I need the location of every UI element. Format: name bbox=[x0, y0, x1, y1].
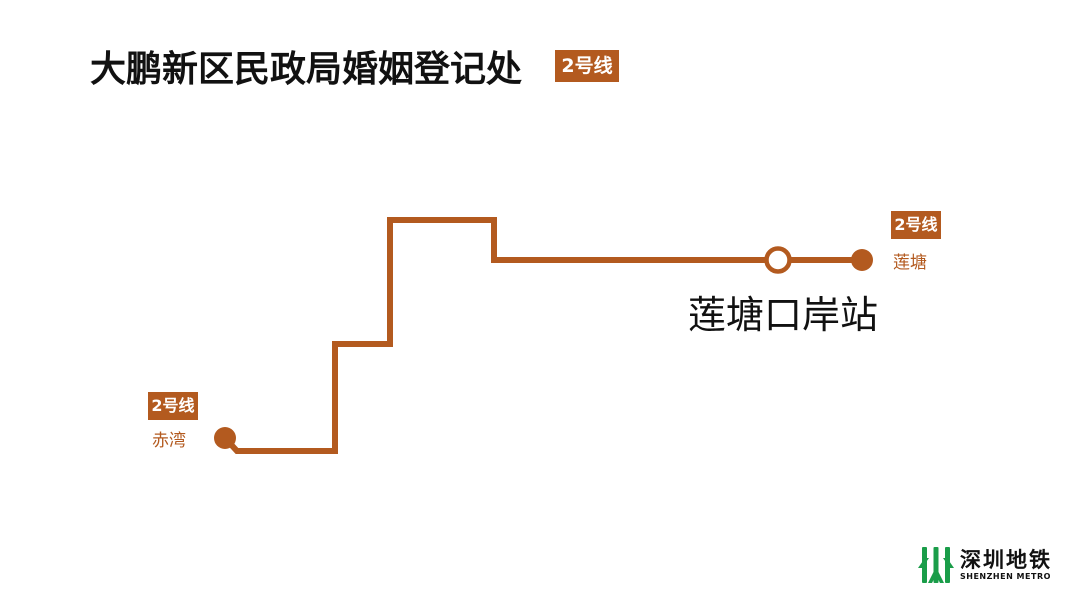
brand-name-cn: 深圳地铁 bbox=[960, 548, 1052, 572]
end-terminal-label: 莲塘 bbox=[893, 253, 927, 273]
end-terminal-dot bbox=[851, 249, 873, 271]
start-terminal-dot bbox=[214, 427, 236, 449]
metro-logo-icon bbox=[918, 547, 954, 583]
start-terminal-label: 赤湾 bbox=[152, 431, 186, 451]
route-line bbox=[222, 217, 862, 454]
shenzhen-metro-logo: 深圳地铁 SHENZHEN METRO bbox=[918, 544, 1068, 586]
station-marker bbox=[764, 246, 792, 274]
page-title: 大鹏新区民政局婚姻登记处 bbox=[90, 49, 523, 90]
title-line-badge: 2号线 bbox=[555, 50, 619, 82]
start-line-badge: 2号线 bbox=[148, 392, 198, 420]
station-label: 莲塘口岸站 bbox=[688, 293, 879, 337]
end-line-badge: 2号线 bbox=[891, 211, 941, 239]
brand-name-en: SHENZHEN METRO bbox=[960, 572, 1051, 581]
